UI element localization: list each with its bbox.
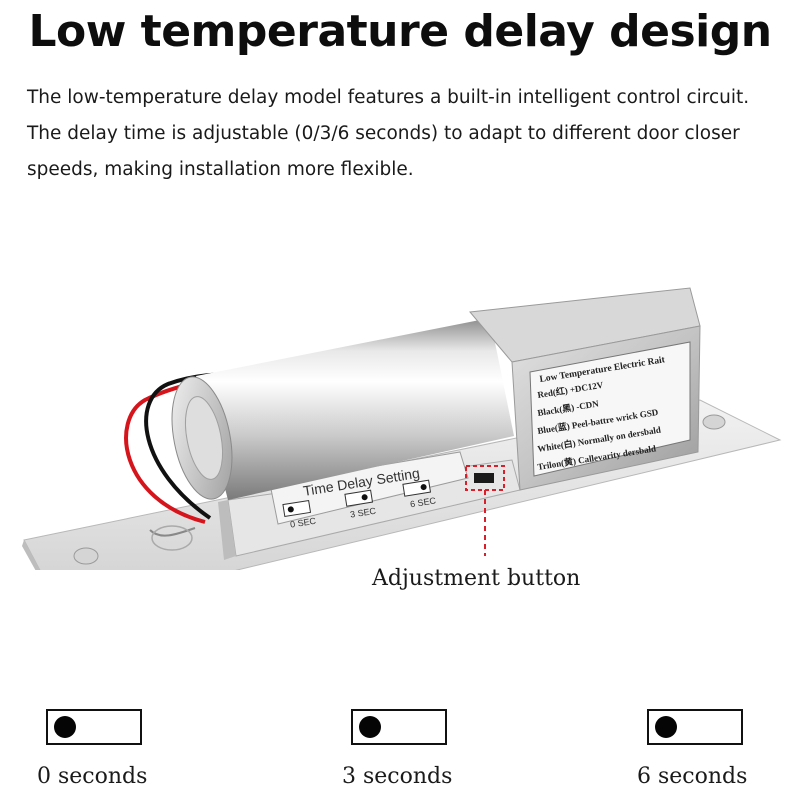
switch-3-seconds	[351, 709, 447, 745]
caption-6-seconds: 6 seconds	[637, 764, 748, 789]
description-line: speeds, making installation more flexibl…	[27, 159, 414, 180]
page-title: Low temperature delay design	[28, 6, 772, 57]
switch-6-seconds	[647, 709, 743, 745]
lock-product-image: Time Delay Setting 0 SEC 3 SEC 6 SEC Low…	[22, 287, 782, 570]
description-line: The low-temperature delay model features…	[27, 87, 750, 108]
switch-0-seconds	[46, 709, 142, 745]
control-box: Low Temperature Electric Rait Red(红) +DC…	[469, 287, 701, 491]
screw-hole-icon	[702, 414, 726, 430]
caption-0-seconds: 0 seconds	[37, 764, 148, 789]
adjustment-button-label: Adjustment button	[372, 566, 581, 591]
caption-3-seconds: 3 seconds	[342, 764, 453, 789]
setting-label: 3 SEC	[349, 506, 377, 520]
setting-label: 6 SEC	[409, 495, 437, 509]
wiring-label	[529, 341, 691, 477]
adjustment-marker	[465, 465, 505, 556]
setting-label: 0 SEC	[289, 516, 317, 530]
slide-switch-icon	[474, 473, 494, 483]
switch-toggle-icon	[54, 716, 76, 738]
description-line: The delay time is adjustable (0/3/6 seco…	[27, 123, 740, 144]
switch-toggle-icon	[359, 716, 381, 738]
screw-hole-icon	[73, 547, 99, 565]
description: The low-temperature delay model features…	[27, 80, 787, 188]
switch-toggle-icon	[655, 716, 677, 738]
solenoid-cylinder	[171, 318, 514, 500]
